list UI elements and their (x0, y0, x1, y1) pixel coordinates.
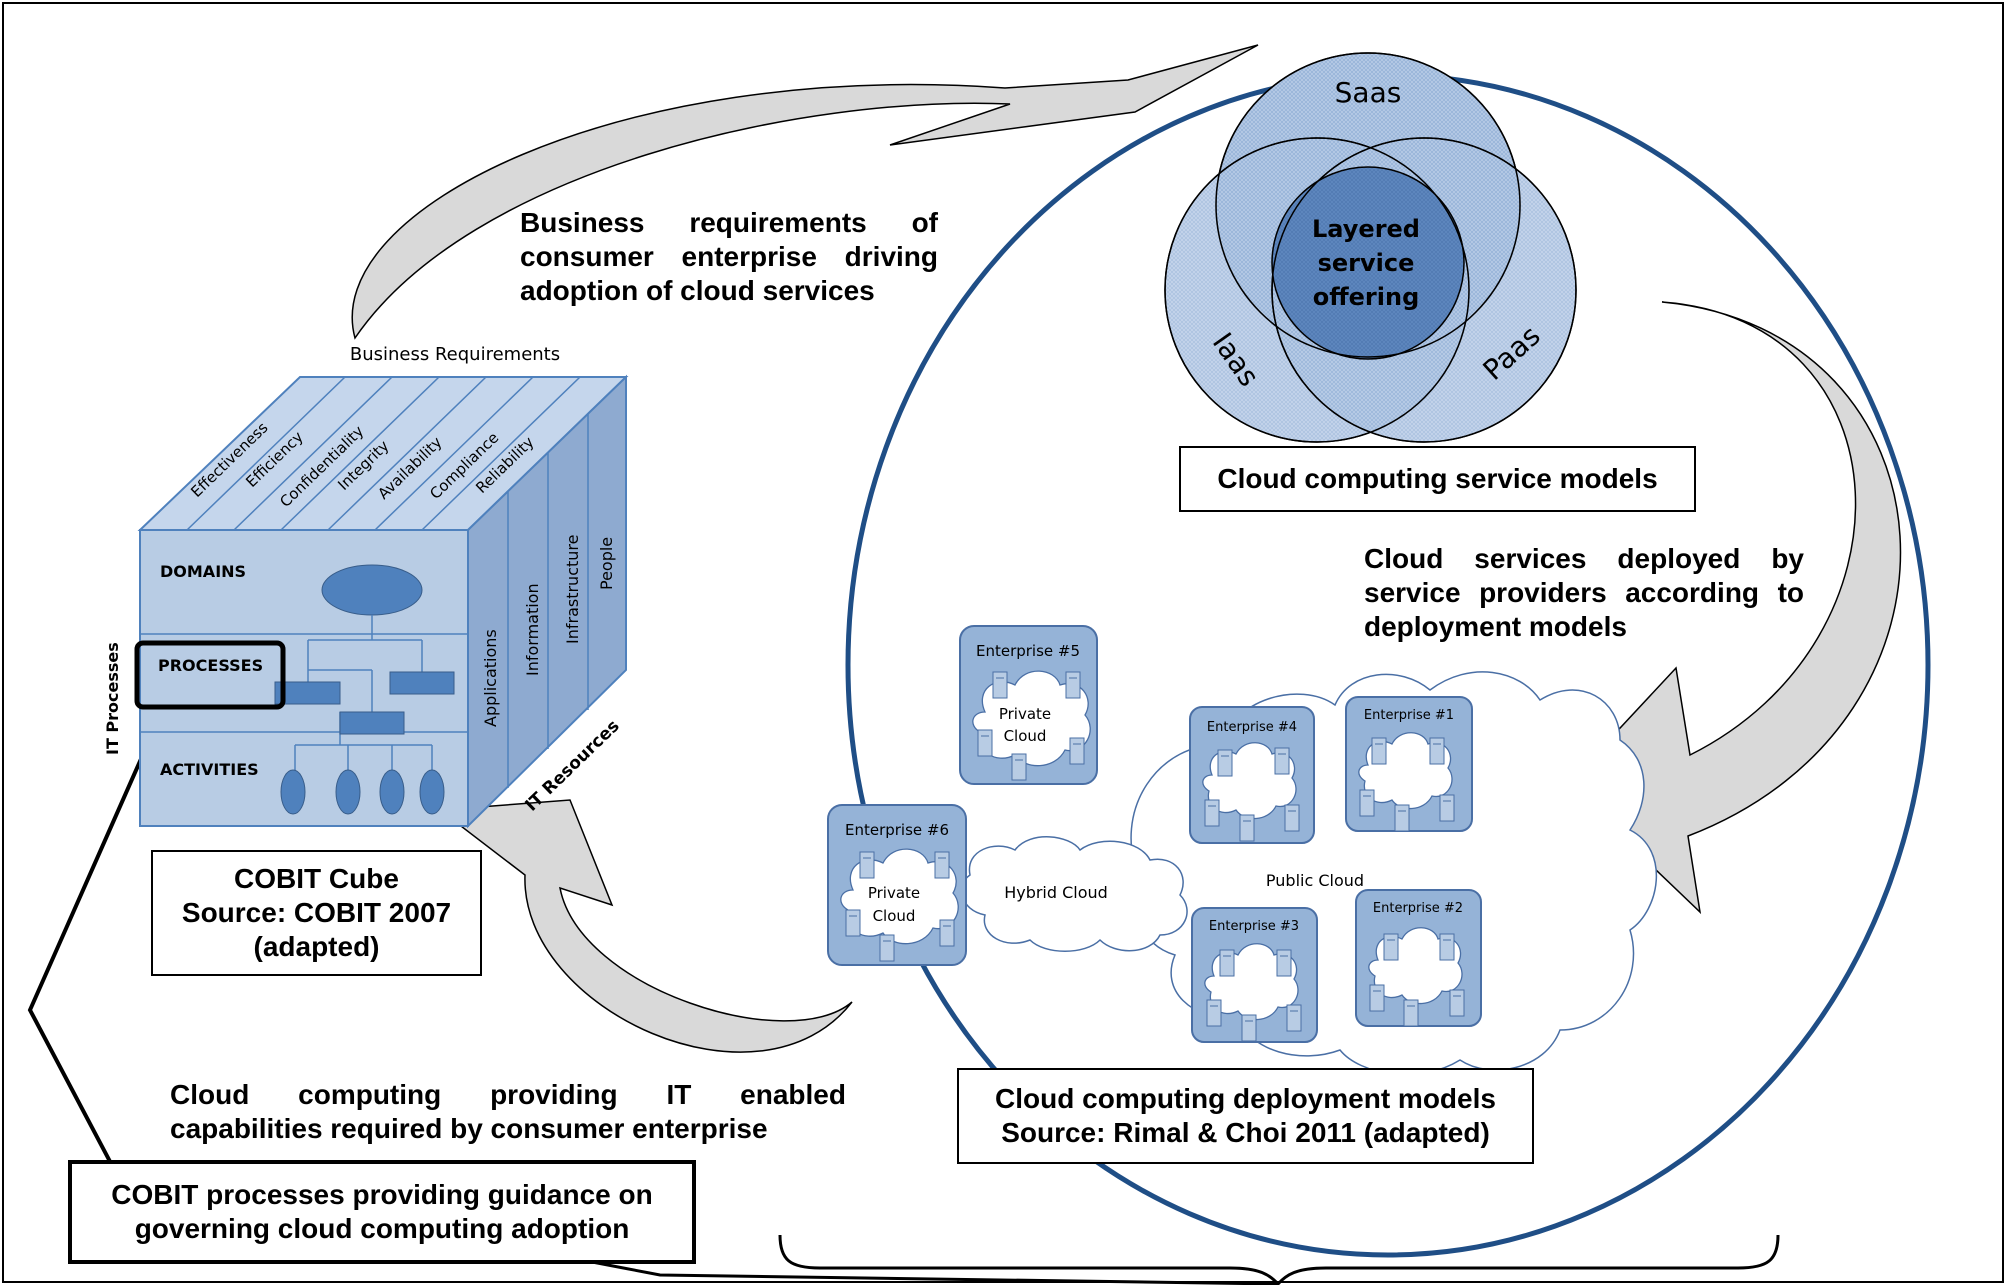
processes-highlight-box (134, 640, 286, 710)
server-icon (845, 909, 861, 937)
server-icon (1274, 747, 1290, 775)
enterprise-2-label: Enterprise #2 (1373, 901, 1463, 916)
venn-saas-label: Saas (1335, 76, 1402, 109)
venn-center-line1: Layered (1312, 215, 1420, 243)
server-icon (1394, 804, 1410, 832)
server-icon (1069, 737, 1085, 765)
deployment-models-box: Cloud computing deployment models Source… (957, 1068, 1534, 1164)
server-icon (1284, 804, 1300, 832)
capabilities-arrow (437, 799, 853, 1053)
server-icon (939, 919, 955, 947)
cobit-processes-box: COBIT processes providing guidance on go… (68, 1160, 696, 1264)
server-icon (934, 851, 950, 879)
hybrid-cloud-shape (960, 836, 1188, 952)
service-models-box: Cloud computing service models (1179, 446, 1696, 512)
server-icon (1011, 753, 1027, 781)
server-icon (1239, 814, 1255, 842)
server-icon (1403, 999, 1419, 1027)
processes-connector (27, 715, 162, 1191)
private-cloud-5-line1: Private (999, 705, 1051, 723)
server-icon (1359, 789, 1375, 817)
cobit-cube-box: COBIT Cube Source: COBIT 2007 (adapted) (151, 850, 482, 976)
cube-row-activities: ACTIVITIES (160, 760, 259, 779)
server-icon (992, 671, 1008, 699)
server-icon (1383, 933, 1399, 961)
resource-infrastructure: Infrastructure (563, 535, 582, 644)
resource-applications: Applications (481, 629, 500, 727)
cube-side-label: IT Processes (103, 642, 122, 755)
enterprise-5-label: Enterprise #5 (976, 642, 1080, 660)
enterprise-1-label: Enterprise #1 (1364, 708, 1454, 723)
cloud-capabilities-text: Cloud computing providing IT enabled cap… (170, 1079, 846, 1144)
server-icon (1241, 1014, 1257, 1042)
deployment-arrow (1565, 301, 1902, 915)
cloud-services-deployed-text: Cloud services deployed by service provi… (1364, 543, 1804, 642)
server-icon (859, 851, 875, 879)
cube-row-domains: DOMAINS (160, 562, 246, 581)
server-icon (977, 729, 993, 757)
cube-row-processes: PROCESSES (158, 656, 263, 675)
server-icon (1439, 794, 1455, 822)
business-requirements-text: Business requirements of consumer enterp… (520, 207, 938, 306)
server-icon (1217, 749, 1233, 777)
enterprise-6-label: Enterprise #6 (845, 821, 949, 839)
server-icon (1449, 989, 1465, 1017)
private-cloud-6-line1: Private (868, 884, 920, 902)
deployment-diagram (827, 625, 1657, 1076)
venn-center-line3: offering (1313, 283, 1420, 311)
resource-people: People (597, 537, 616, 590)
private-cloud-6-line2: Cloud (873, 907, 916, 925)
server-icon (1429, 737, 1445, 765)
server-icon (879, 934, 895, 962)
server-icon (1439, 933, 1455, 961)
server-icon (1369, 984, 1385, 1012)
cube-top-label: Business Requirements (350, 344, 560, 365)
business-requirements-arrow (351, 44, 1259, 340)
venn-diagram (1164, 52, 1577, 443)
public-cloud-label: Public Cloud (1266, 871, 1364, 890)
enterprise-3-label: Enterprise #3 (1209, 919, 1299, 934)
server-icon (1206, 999, 1222, 1027)
cobit-cube (134, 374, 629, 829)
private-cloud-5-line2: Cloud (1004, 727, 1047, 745)
hybrid-cloud-label: Hybrid Cloud (1004, 883, 1108, 902)
venn-center-line2: service (1318, 249, 1415, 277)
enterprise-4-label: Enterprise #4 (1207, 720, 1297, 735)
server-icon (1276, 949, 1292, 977)
resource-information: Information (523, 583, 542, 676)
server-icon (1286, 1004, 1302, 1032)
server-icon (1219, 949, 1235, 977)
server-icon (1204, 799, 1220, 827)
server-icon (1371, 737, 1387, 765)
server-icon (1065, 671, 1081, 699)
